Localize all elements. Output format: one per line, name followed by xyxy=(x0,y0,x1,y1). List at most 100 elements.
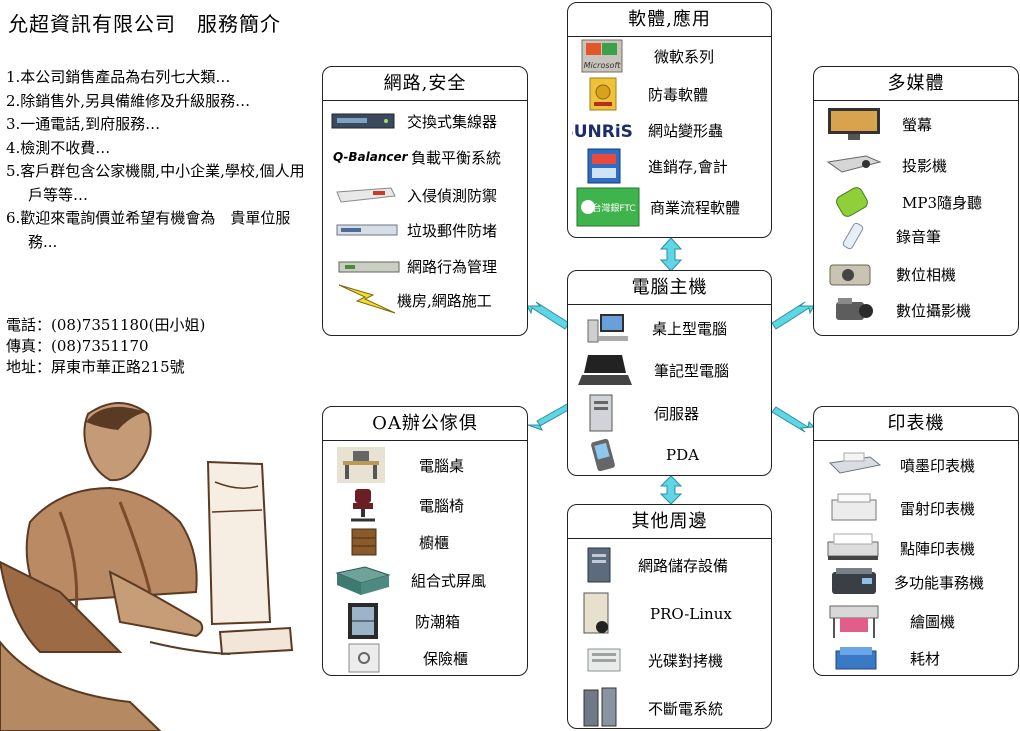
item-label: 負載平衡系統 xyxy=(411,148,502,167)
item-label: 電腦桌 xyxy=(419,456,465,475)
accounting-box-icon xyxy=(587,148,621,184)
item-label: 耗材 xyxy=(910,649,941,668)
page-title: 允超資訊有限公司 服務簡介 xyxy=(8,12,281,36)
list-item: 投影機 xyxy=(814,150,1018,180)
item-label: 入侵偵測防禦 xyxy=(407,186,498,205)
software-box: 軟體,應用 Microsoft 微軟系列 防毒軟體 SUNRiSE 網站變形蟲 xyxy=(567,2,772,238)
peripheral-box: 其他周邊 網路儲存設備 PRO-Linux 光碟對拷機 xyxy=(567,504,772,729)
cabinet-icon xyxy=(351,528,377,556)
item-label: 投影機 xyxy=(902,156,948,175)
list-item: 點陣印表機 xyxy=(814,531,1018,565)
list-item: MP3隨身聽 xyxy=(814,187,1018,217)
list-item: 錄音筆 xyxy=(814,221,1018,251)
voice-recorder-icon xyxy=(842,222,864,250)
switch-icon xyxy=(331,113,395,129)
computer-title: 電腦主機 xyxy=(568,271,771,305)
fax-text: 傳真：(08)7351170 xyxy=(6,337,149,355)
desktop-computer-icon xyxy=(587,314,628,343)
intro-item: 3.一通電話,到府服務… xyxy=(6,115,161,133)
computer-monitor-drawing xyxy=(206,460,294,656)
laser-printer-icon xyxy=(831,493,877,521)
list-item: 繪圖機 xyxy=(814,601,1018,641)
partition-icon xyxy=(335,566,391,595)
item-label: 網路行為管理 xyxy=(407,257,498,276)
arrow-network-computer xyxy=(526,301,570,330)
item-label: 網站變形蟲 xyxy=(648,121,724,140)
peripheral-title: 其他周邊 xyxy=(568,505,771,539)
office-title: OA辦公傢俱 xyxy=(323,407,527,441)
laptop-icon xyxy=(578,355,632,385)
list-item: 保險櫃 xyxy=(323,641,527,675)
list-item: 筆記型電腦 xyxy=(568,353,771,387)
item-label: 防潮箱 xyxy=(415,612,461,631)
ups-icon xyxy=(583,687,617,727)
software-title: 軟體,應用 xyxy=(568,3,771,37)
intro-item: 1.本公司銷售產品為右列七大類… xyxy=(6,68,231,86)
office-box: OA辦公傢俱 電腦桌 電腦椅 xyxy=(322,406,528,676)
antispam-appliance-icon xyxy=(336,224,398,236)
list-item: 組合式屏風 xyxy=(323,563,527,597)
list-item: 耗材 xyxy=(814,641,1018,675)
list-item: 防潮箱 xyxy=(323,601,527,641)
network-title: 網路,安全 xyxy=(323,67,527,101)
mp3-player-icon xyxy=(836,187,868,217)
monitor-icon xyxy=(828,108,880,140)
list-item: 雷射印表機 xyxy=(814,491,1018,525)
item-label: 雷射印表機 xyxy=(900,499,976,518)
address-text: 地址：屏東市華正路215號 xyxy=(6,358,185,376)
person-drawing xyxy=(0,402,231,731)
multimedia-box: 多媒體 螢幕 投影機 MP3隨身聽 錄 xyxy=(813,66,1019,336)
item-label: 數位相機 xyxy=(896,265,957,284)
multimedia-title: 多媒體 xyxy=(814,67,1018,101)
list-item: 機房,網路施工 xyxy=(323,284,527,315)
arrow-multimedia-computer xyxy=(771,301,815,330)
arrow-office-computer xyxy=(527,402,573,431)
list-item: 櫥櫃 xyxy=(323,527,527,557)
arrow-software-computer xyxy=(659,237,683,272)
ids-appliance-icon xyxy=(336,187,396,203)
item-label: PDA xyxy=(666,446,699,464)
list-item: 螢幕 xyxy=(814,107,1018,141)
item-label: 電腦椅 xyxy=(419,496,465,515)
list-item: 入侵偵測防禦 xyxy=(323,180,527,210)
item-label: 交換式集線器 xyxy=(407,112,498,131)
list-item: SUNRiSE 網站變形蟲 xyxy=(568,115,771,145)
list-item: 桌上型電腦 xyxy=(568,311,771,345)
item-label: 不斷電系統 xyxy=(648,699,724,718)
monitor-appliance-icon xyxy=(338,261,400,273)
list-item: 垃圾郵件防堵 xyxy=(323,215,527,245)
list-item: 數位相機 xyxy=(814,259,1018,289)
item-label: 伺服器 xyxy=(654,404,700,423)
arrow-computer-peripheral xyxy=(659,475,683,505)
item-label: 點陣印表機 xyxy=(900,539,976,558)
list-item: 台灣銀FTC 商業流程軟體 xyxy=(568,187,771,227)
person-at-computer-illustration xyxy=(0,402,294,731)
item-label: 櫥櫃 xyxy=(419,533,450,552)
item-label: MP3隨身聽 xyxy=(902,193,982,212)
antivirus-box-icon xyxy=(589,77,617,111)
item-label: 桌上型電腦 xyxy=(652,319,728,338)
list-item: 網路行為管理 xyxy=(323,251,527,281)
lightning-bolt-icon xyxy=(338,284,396,314)
server-icon xyxy=(589,394,613,432)
list-item: Q-Balancer 負載平衡系統 xyxy=(323,142,527,172)
printer-box: 印表機 噴墨印表機 雷射印表機 點陣印表機 xyxy=(813,406,1019,676)
dry-cabinet-icon xyxy=(348,603,378,639)
arrow-printer-computer xyxy=(771,406,816,433)
svg-text:台灣銀FTC: 台灣銀FTC xyxy=(592,202,635,214)
list-item: 光碟對拷機 xyxy=(568,643,771,677)
network-box: 網路,安全 交換式集線器 Q-Balancer 負載平衡系統 入侵偵測防禦 xyxy=(322,66,528,336)
linux-server-icon xyxy=(583,592,609,634)
intro-item: 4.檢測不收費… xyxy=(6,138,111,157)
item-label: 商業流程軟體 xyxy=(650,198,741,217)
item-label: 組合式屏風 xyxy=(411,571,487,590)
list-item: 網路儲存設備 xyxy=(568,545,771,585)
list-item: 進銷存,會計 xyxy=(568,148,771,184)
item-label: 網路儲存設備 xyxy=(638,556,729,575)
list-item: Microsoft 微軟系列 xyxy=(568,39,771,73)
list-item: 不斷電系統 xyxy=(568,685,771,731)
item-label: 垃圾郵件防堵 xyxy=(407,221,498,240)
qbalancer-logo: Q-Balancer xyxy=(333,150,408,164)
inkjet-printer-icon xyxy=(828,452,882,474)
intro-item: 2.除銷售外,另具備維修及升級服務… xyxy=(6,91,251,110)
